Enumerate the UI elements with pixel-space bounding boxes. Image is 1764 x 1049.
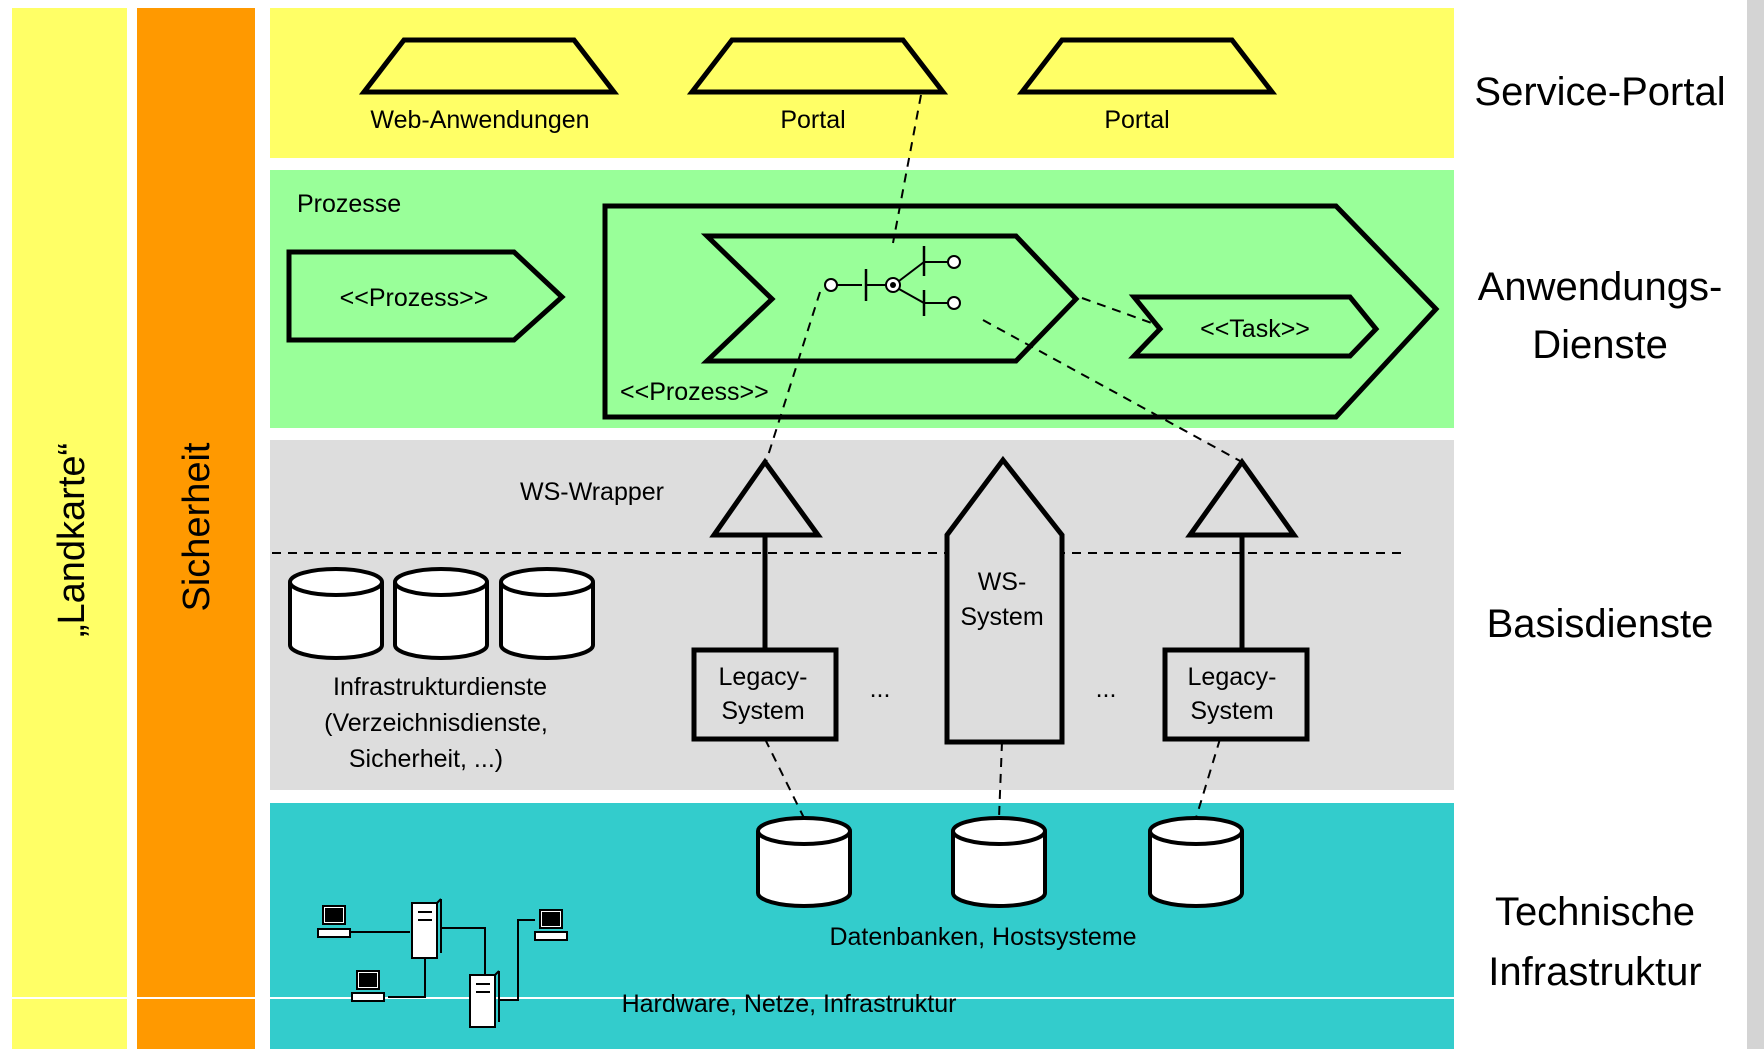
small-process-arrow — [286, 249, 566, 343]
sicherheit-label: Sicherheit — [176, 442, 218, 611]
service-portal-band — [270, 8, 1454, 158]
portal-2-label: Portal — [1104, 106, 1169, 134]
database-icon — [756, 816, 852, 908]
prozesse-title: Prozesse — [297, 190, 401, 218]
infra-label-line1: Infrastrukturdienste — [333, 673, 547, 701]
network-diagram — [317, 898, 568, 1028]
flow-symbols — [824, 246, 961, 316]
layer-label-anwendungs-line1: Anwendungs- — [1478, 265, 1723, 309]
landkarte-label: „Landkarte“ — [51, 443, 93, 637]
ws-system-line1: WS- — [978, 568, 1027, 596]
legacy-right-line2: System — [1190, 697, 1273, 725]
layer-label-technische-line1: Technische — [1495, 890, 1695, 934]
web-anwendungen-label: Web-Anwendungen — [370, 106, 589, 134]
legacy-left-line2: System — [721, 697, 804, 725]
task-label: <<Task>> — [1200, 315, 1310, 343]
host-databases — [756, 816, 1244, 908]
layer-label-service-portal: Service-Portal — [1474, 70, 1725, 114]
legacy-right-line1: Legacy- — [1188, 663, 1277, 691]
ws-wrapper-label: WS-Wrapper — [520, 478, 664, 506]
ws-system-shape — [944, 455, 1065, 745]
ellipsis-2: ... — [1096, 675, 1117, 703]
computer-icon — [351, 970, 385, 1002]
portal-1-trapezoid — [686, 37, 949, 95]
sicherheit-bar: Sicherheit — [137, 8, 255, 1049]
layer-label-basisdienste: Basisdienste — [1487, 602, 1714, 646]
server-icon — [411, 898, 442, 959]
hardware-label: Hardware, Netze, Infrastruktur — [622, 990, 957, 1018]
database-icon — [393, 567, 489, 660]
right-edge-strip — [1747, 0, 1764, 1049]
technische-infrastruktur-band — [270, 803, 1454, 1049]
infra-label-line3: Sicherheit, ...) — [349, 745, 503, 773]
dashed-connections — [764, 94, 1243, 819]
infra-cylinders — [288, 567, 595, 660]
database-icon — [1148, 816, 1244, 908]
database-icon — [499, 567, 595, 660]
big-process-arrow — [602, 203, 1440, 420]
inner-process-chevron — [700, 233, 1080, 364]
small-process-label: <<Prozess>> — [340, 284, 489, 312]
layer-label-anwendungs-line2: Dienste — [1532, 323, 1668, 367]
legacy-left-line1: Legacy- — [719, 663, 808, 691]
computer-icon — [534, 909, 568, 941]
legacy-system-right — [1162, 647, 1310, 742]
server-icon — [469, 970, 500, 1028]
database-icon — [951, 816, 1047, 908]
portal-1-label: Portal — [780, 106, 845, 134]
web-anwendungen-trapezoid — [358, 37, 620, 95]
layer-label-technische-line2: Infrastruktur — [1488, 950, 1701, 994]
infra-label-line2: (Verzeichnisdienste, — [324, 709, 548, 737]
landkarte-bar: „Landkarte“ — [12, 8, 127, 1049]
ws-system-line2: System — [960, 603, 1043, 631]
portal-2-trapezoid — [1016, 37, 1278, 95]
ellipsis-1: ... — [870, 675, 891, 703]
database-icon — [288, 567, 384, 660]
big-process-label: <<Prozess>> — [620, 378, 769, 406]
computer-icon — [317, 905, 351, 938]
datenbanken-label: Datenbanken, Hostsysteme — [829, 923, 1136, 951]
task-chevron — [1128, 294, 1380, 359]
